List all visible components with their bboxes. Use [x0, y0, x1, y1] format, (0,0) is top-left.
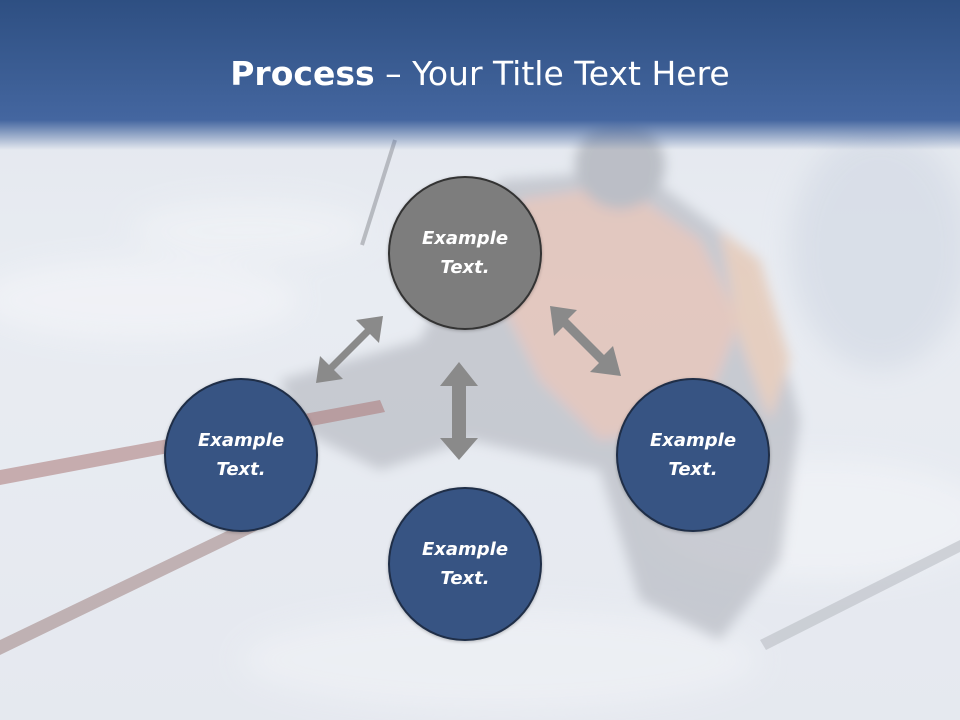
process-node-right: Example Text. [616, 378, 770, 532]
node-top-label: Example Text. [421, 228, 509, 278]
slide-title: Process – Your Title Text Here [0, 52, 960, 96]
process-node-left: Example Text. [164, 378, 318, 532]
node-bottom-label: Example Text. [421, 539, 509, 589]
node-right-label: Example Text. [649, 430, 737, 480]
title-bold-part: Process [230, 54, 375, 93]
title-band [0, 0, 960, 150]
title-rest-part: – Your Title Text Here [374, 54, 730, 93]
process-node-bottom: Example Text. [388, 487, 542, 641]
node-left-label: Example Text. [197, 430, 285, 480]
process-node-top: Example Text. [388, 176, 542, 330]
